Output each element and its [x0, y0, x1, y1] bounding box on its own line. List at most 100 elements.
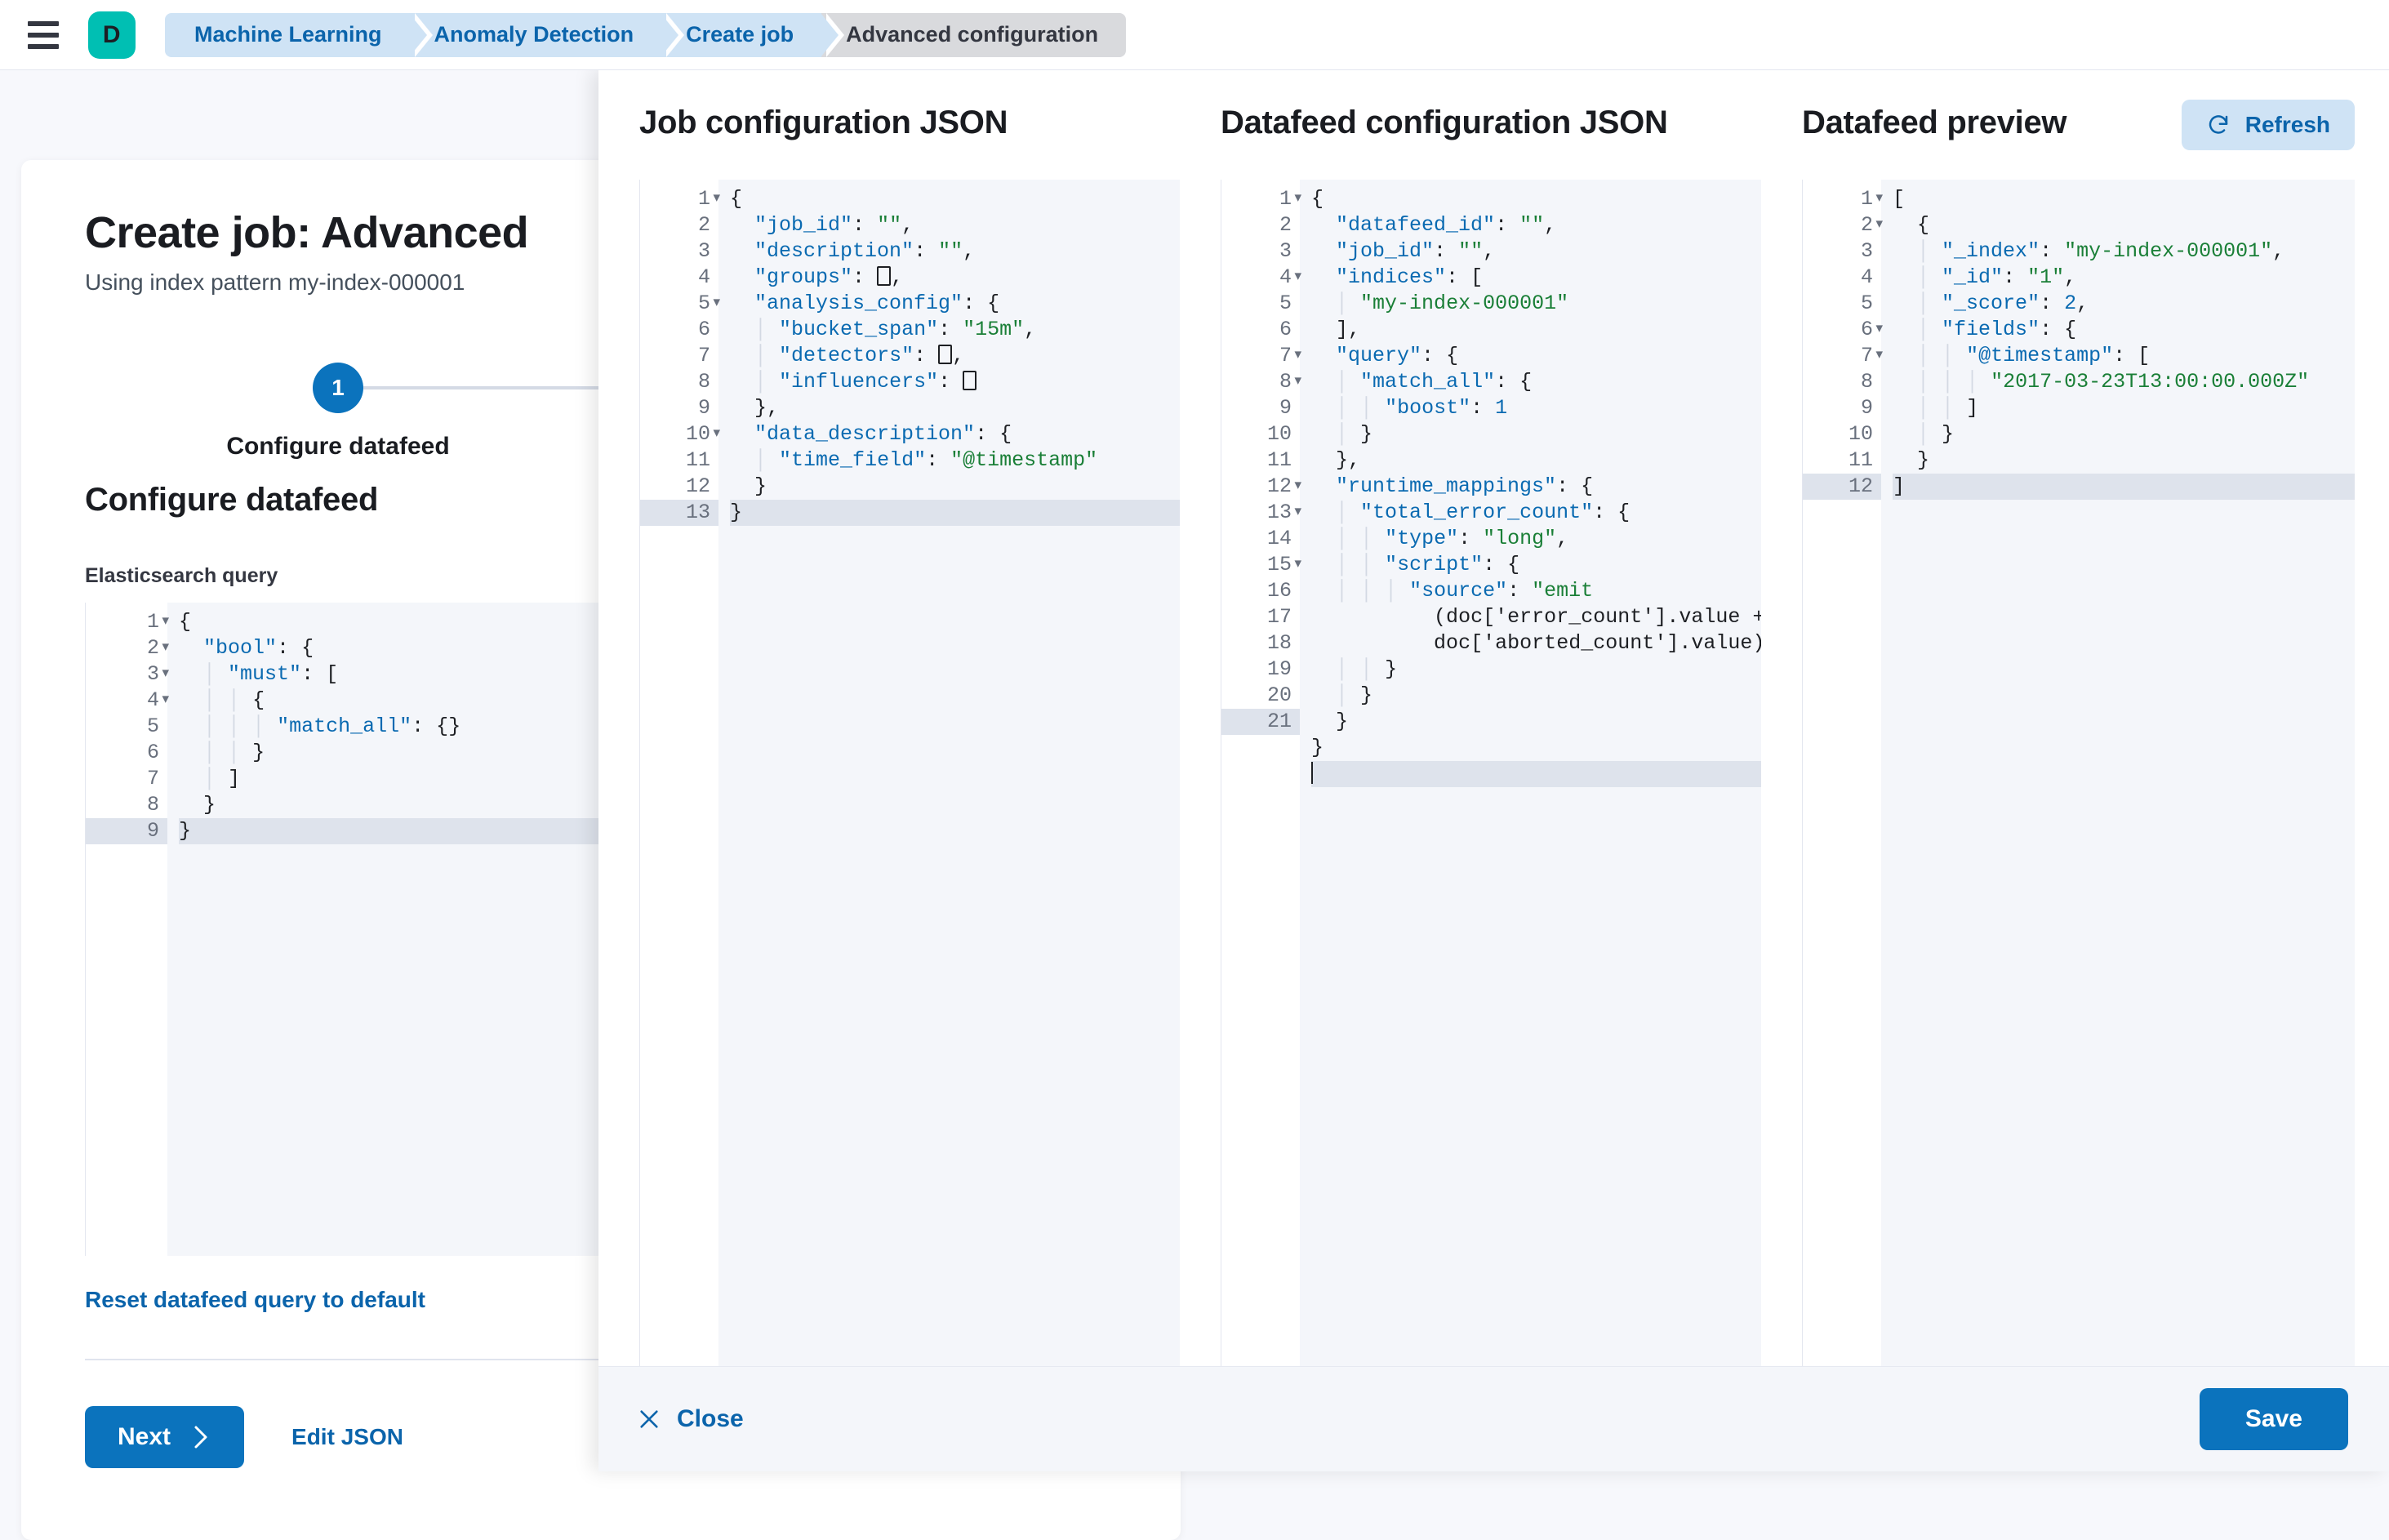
fold-arrow-icon[interactable]: ▾: [1294, 191, 1301, 207]
code-line[interactable]: "datafeed_id": "",: [1336, 213, 1557, 237]
fold-arrow-icon[interactable]: ▾: [1294, 505, 1301, 520]
code-line[interactable]: │ │ │ "2017-03-23T13:00:00.000Z": [1917, 370, 2310, 394]
fold-arrow-icon[interactable]: ▾: [162, 614, 169, 630]
job-configuration-header: Job configuration JSON: [639, 105, 1180, 168]
code-line[interactable]: │ │ }: [1336, 657, 1398, 681]
close-button[interactable]: Close: [638, 1405, 744, 1433]
line-number: 2: [1279, 213, 1292, 237]
code-line[interactable]: │ "fields": {: [1917, 318, 2077, 341]
code-line[interactable]: {: [1917, 213, 1930, 237]
code-line[interactable]: │ "_id": "1",: [1917, 265, 2077, 289]
code-line[interactable]: │ │ "@timestamp": [: [1917, 344, 2151, 367]
code-line[interactable]: "runtime_mappings": {: [1336, 474, 1594, 498]
code-line[interactable]: │ "bucket_span": "15m",: [754, 318, 1037, 341]
fold-arrow-icon[interactable]: ▾: [1294, 348, 1301, 363]
breadcrumb-item-0[interactable]: Machine Learning: [165, 12, 433, 57]
code-line[interactable]: │ "influencers":: [730, 369, 1180, 395]
editor-code[interactable]: { "datafeed_id": "", "job_id": "", "indi…: [1300, 180, 1761, 1366]
line-number: 3: [697, 239, 710, 263]
line-number: 5: [1860, 292, 1873, 315]
code-line[interactable]: "query": {: [1336, 344, 1459, 367]
code-line[interactable]: "job_id": "",: [754, 213, 914, 237]
fold-arrow-icon[interactable]: ▾: [1875, 191, 1883, 207]
code-line[interactable]: │ "total_error_count": {: [1336, 501, 1630, 524]
code-line[interactable]: │ │ "boost": 1: [1336, 396, 1508, 420]
line-number: 7: [697, 344, 710, 367]
code-line[interactable]: ]: [1893, 474, 2355, 500]
code-line[interactable]: │ }: [1336, 422, 1373, 446]
editor-code[interactable]: [ { │ "_index": "my-index-000001", │ "_i…: [1881, 180, 2355, 1366]
code-line[interactable]: │ "my-index-000001": [1336, 292, 1569, 315]
fold-arrow-icon[interactable]: ▾: [1875, 322, 1883, 337]
code-line[interactable]: "indices": [: [1336, 265, 1484, 289]
editor-code[interactable]: { "job_id": "", "description": "", "grou…: [718, 180, 1180, 1366]
code-line[interactable]: │ │ "type": "long",: [1336, 527, 1569, 550]
code-line[interactable]: │ │ "script": {: [1336, 553, 1520, 576]
code-line[interactable]: }: [730, 500, 1180, 526]
fold-arrow-icon[interactable]: ▾: [1875, 348, 1883, 363]
page-subtitle: Using index pattern my-index-000001: [85, 269, 465, 295]
code-line[interactable]: ],: [1336, 318, 1361, 341]
code-line[interactable]: │ "time_field": "@timestamp": [754, 448, 1098, 472]
code-line[interactable]: {: [1311, 187, 1324, 211]
stepper-step-1-number[interactable]: 1: [313, 363, 363, 413]
code-line[interactable]: }: [1311, 736, 1324, 759]
fold-arrow-icon[interactable]: ▾: [162, 666, 169, 682]
code-line[interactable]: }: [754, 474, 767, 498]
code-line[interactable]: │ │ │ "source": "emit (doc['error_count'…: [1336, 579, 1761, 655]
code-line[interactable]: │ }: [1336, 683, 1373, 707]
code-line[interactable]: }: [1336, 710, 1349, 733]
fold-arrow-icon[interactable]: ▾: [713, 296, 720, 311]
next-button[interactable]: Next: [85, 1406, 245, 1468]
code-line[interactable]: {: [730, 187, 743, 211]
code-line[interactable]: },: [1336, 448, 1361, 472]
space-avatar-logo[interactable]: D: [88, 11, 136, 59]
breadcrumb-item-1[interactable]: Anomaly Detection: [409, 12, 684, 57]
save-button[interactable]: Save: [2199, 1388, 2348, 1450]
reset-datafeed-query-link[interactable]: Reset datafeed query to default: [85, 1287, 425, 1312]
datafeed-configuration-title: Datafeed configuration JSON: [1221, 105, 1668, 140]
code-line[interactable]: │ }: [1917, 422, 1955, 446]
code-line[interactable]: },: [754, 396, 780, 420]
hamburger-menu-icon[interactable]: [28, 18, 62, 52]
refresh-button[interactable]: Refresh: [2181, 100, 2355, 150]
fold-arrow-icon[interactable]: ▾: [1875, 217, 1883, 233]
code-line[interactable]: │ ]: [203, 767, 241, 790]
fold-arrow-icon[interactable]: ▾: [1294, 269, 1301, 285]
code-line[interactable]: "groups": ,: [754, 265, 904, 289]
fold-arrow-icon[interactable]: ▾: [713, 426, 720, 442]
fold-arrow-icon[interactable]: ▾: [162, 640, 169, 656]
fold-arrow-icon[interactable]: ▾: [162, 692, 169, 708]
code-line[interactable]: │ "_score": 2,: [1917, 292, 2089, 315]
code-line[interactable]: │ "must": [: [203, 662, 339, 686]
code-line[interactable]: "analysis_config": {: [754, 292, 1000, 315]
code-line[interactable]: │ │ ]: [1917, 396, 1979, 420]
breadcrumb-item-3[interactable]: Advanced configuration: [821, 12, 1127, 57]
code-line[interactable]: "description": "",: [754, 239, 976, 263]
code-line[interactable]: "job_id": "",: [1336, 239, 1496, 263]
code-line[interactable]: {: [179, 610, 192, 634]
code-line[interactable]: │ │ }: [203, 741, 265, 764]
breadcrumb-item-2[interactable]: Create job: [661, 12, 845, 57]
fold-arrow-icon[interactable]: ▾: [1294, 478, 1301, 494]
code-line[interactable]: }: [203, 793, 216, 817]
code-line[interactable]: "data_description": {: [754, 422, 1012, 446]
code-line[interactable]: │ "match_all": {: [1336, 370, 1533, 394]
edit-json-link[interactable]: Edit JSON: [291, 1424, 403, 1449]
fold-arrow-icon[interactable]: ▾: [713, 191, 720, 207]
fold-arrow-icon[interactable]: ▾: [1294, 374, 1301, 389]
code-line[interactable]: "bool": {: [203, 636, 314, 660]
code-line[interactable]: │ │ │ "match_all": {}: [203, 714, 461, 738]
code-line[interactable]: │ "_index": "my-index-000001",: [1917, 239, 2285, 263]
code-line[interactable]: [1311, 761, 1761, 787]
fold-arrow-icon[interactable]: ▾: [1294, 557, 1301, 572]
code-line[interactable]: [: [1893, 187, 1906, 211]
code-line[interactable]: │ │ {: [203, 688, 265, 712]
code-line[interactable]: │ "detectors": ,: [754, 344, 965, 367]
code-line[interactable]: }: [1917, 448, 1930, 472]
